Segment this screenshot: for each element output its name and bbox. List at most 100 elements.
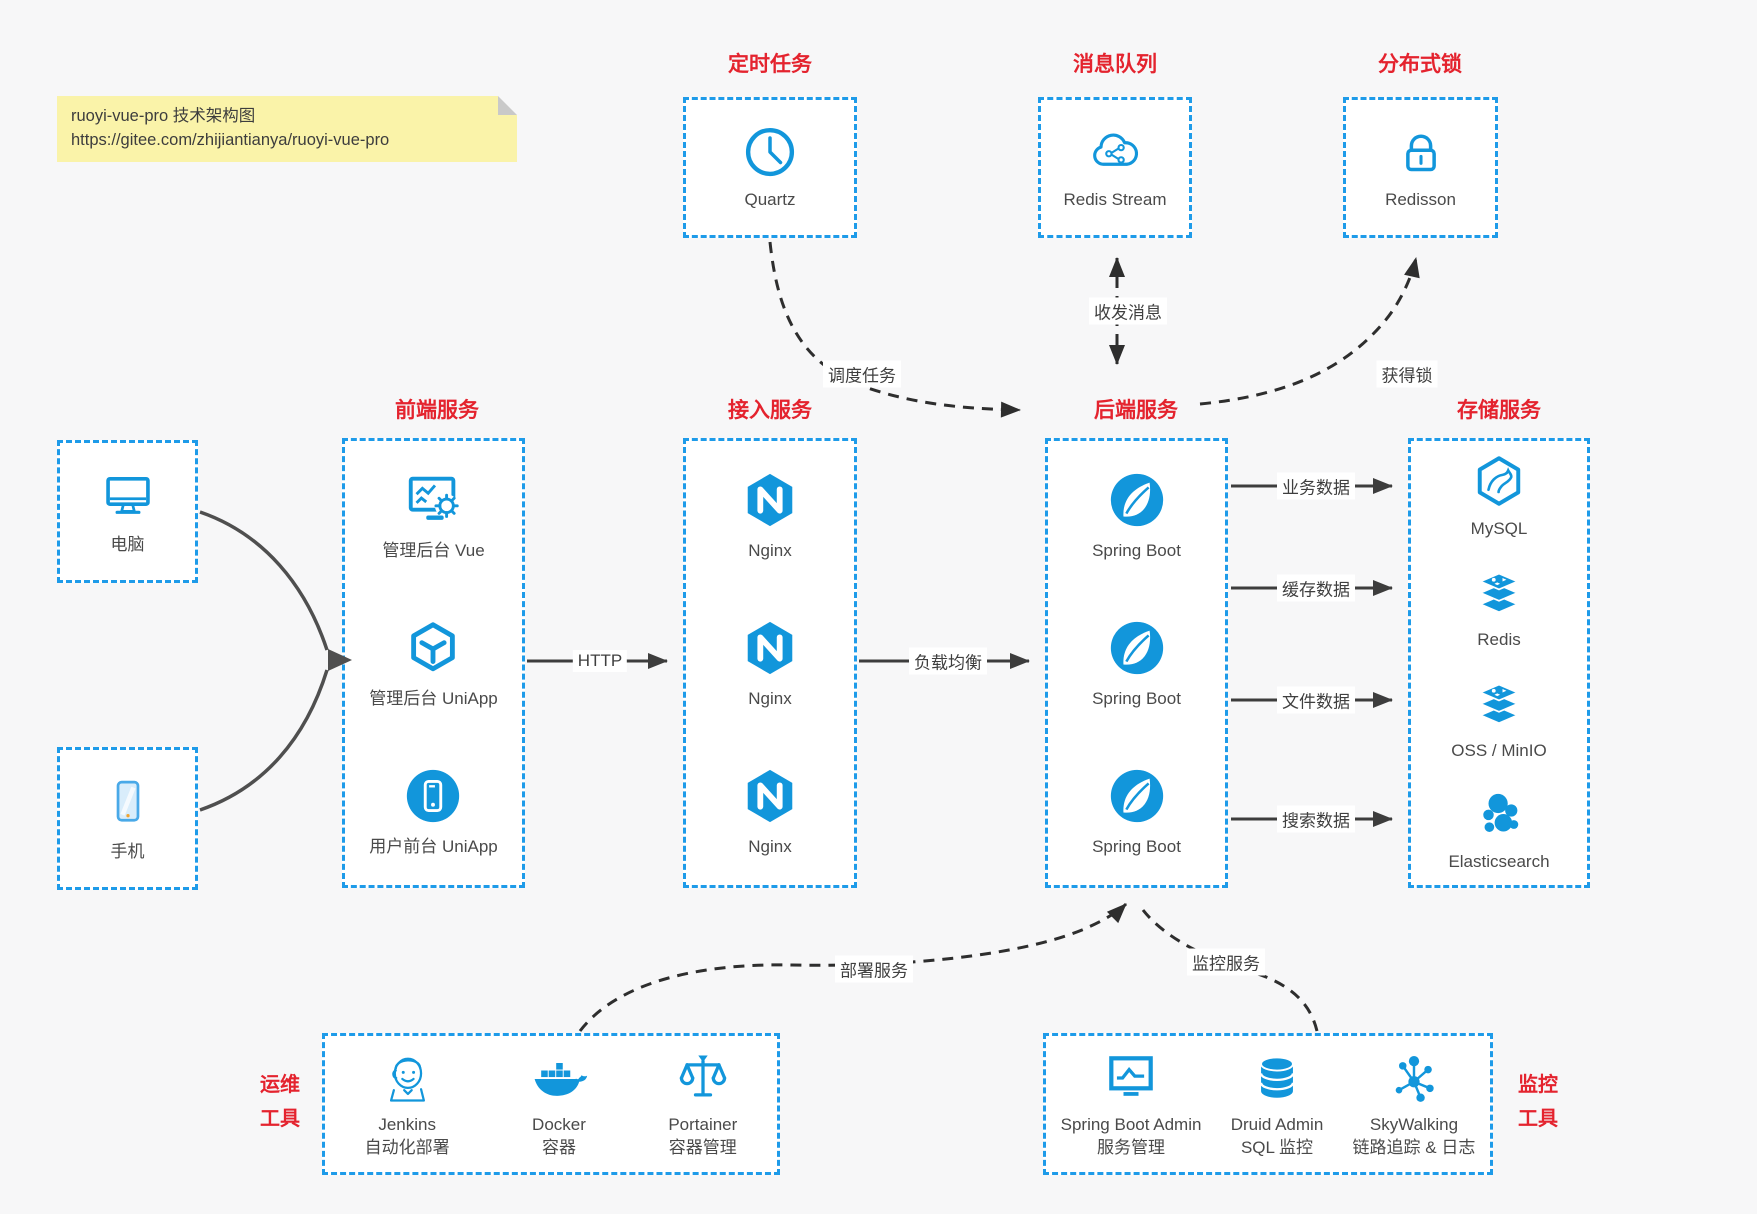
nginx-icon [739,617,801,679]
node-label: 管理后台 Vue [382,540,485,560]
box-frontend-services: 管理后台 Vue 管理后台 UniApp 用户前台 UniApp [342,438,525,888]
node-label: Spring Boot [1092,836,1181,856]
node-label: Redis Stream [1063,190,1167,210]
group-title-gateway: 接入服务 [728,399,812,422]
node-springboot-1: Spring Boot [1092,469,1181,561]
node-admin-uniapp: 管理后台 UniApp [369,617,498,709]
node-pc: 电脑 [99,467,157,555]
note-url: https://gitee.com/zhijiantianya/ruoyi-vu… [71,130,390,149]
edge-label-deploy-service: 部署服务 [835,955,913,983]
edge-label-cache-data: 缓存数据 [1277,574,1355,602]
clock-icon [742,124,798,180]
node-springboot-3: Spring Boot [1092,765,1181,857]
nginx-icon [739,765,801,827]
elasticsearch-icon [1471,786,1527,842]
node-nginx-2: Nginx [739,617,801,709]
tool-desc: 容器管理 [668,1138,737,1157]
redis-stack-icon [1471,675,1527,731]
computer-icon [99,467,157,525]
tool-name: Druid Admin [1230,1115,1324,1135]
box-quartz: Quartz [683,97,857,238]
edge-label-monitor-service: 监控服务 [1187,948,1265,976]
node-mysql: MySQL [1470,453,1528,539]
node-nginx-3: Nginx [739,765,801,857]
client-arrows [199,510,329,812]
nginx-icon [739,469,801,531]
node-jenkins: Jenkins 自动化部署 [365,1048,450,1160]
edge-label-schedule-task: 调度任务 [823,360,901,388]
user-app-icon [402,765,464,827]
group-title-frontend: 前端服务 [395,399,479,422]
uniapp-cube-icon [402,617,464,679]
phone-icon [99,774,157,832]
mysql-dolphin-icon [1471,453,1527,509]
tool-name: Docker [532,1115,586,1135]
cloud-stream-icon [1087,124,1143,180]
node-quartz: Quartz [742,124,798,210]
admin-vue-icon [403,469,465,531]
box-mobile-client: 手机 [57,747,198,890]
node-label: Docker 容器 [532,1114,586,1160]
box-ops-tools: Jenkins 自动化部署 Docker 容器 Portainer 容器管理 [322,1033,780,1175]
tool-name: Jenkins [378,1115,436,1135]
molecule-icon [1384,1048,1444,1108]
node-nginx-1: Nginx [739,469,801,561]
node-label: Quartz [744,190,796,210]
node-mobile: 手机 [99,774,157,862]
box-pc-client: 电脑 [57,440,198,583]
tool-name: SkyWalking [1369,1115,1459,1135]
box-redisson: Redisson [1343,97,1498,238]
side-title-monitoring: 监控 工具 [1502,1068,1574,1136]
node-elasticsearch: Elasticsearch [1448,786,1550,872]
side-title-line: 运维 [260,1074,300,1096]
box-backend-services: Spring Boot Spring Boot Spring Boot [1045,438,1228,888]
node-label: 手机 [110,842,145,862]
edge-label-send-receive-msg: 收发消息 [1089,297,1167,325]
node-label: Spring Boot [1092,540,1181,560]
group-title-message-queue: 消息队列 [1073,53,1157,76]
side-title-ops: 运维 工具 [244,1068,316,1136]
box-storage-services: MySQL Redis OSS / MinIO Elasticsearch [1408,438,1590,888]
node-admin-vue: 管理后台 Vue [382,469,485,561]
tool-desc: 自动化部署 [364,1138,450,1157]
node-user-uniapp: 用户前台 UniApp [369,765,498,857]
node-label: Elasticsearch [1448,852,1550,872]
group-title-scheduled-task: 定时任务 [728,53,812,76]
node-label: Spring Boot [1092,688,1181,708]
redis-stack-icon [1471,564,1527,620]
spring-leaf-icon [1106,469,1168,531]
node-label: Redis [1477,630,1521,650]
edge-label-acquire-lock: 获得锁 [1376,360,1438,388]
node-label: 电脑 [110,535,145,555]
node-redis: Redis [1471,564,1527,650]
node-docker: Docker 容器 [529,1048,589,1160]
edge-label-http: HTTP [572,650,628,672]
node-redisson: Redisson [1385,124,1456,210]
jenkins-icon [377,1048,437,1108]
box-gateway-services: Nginx Nginx Nginx [683,438,857,888]
group-title-backend: 后端服务 [1094,399,1178,422]
pc-to-frontend-curve [199,510,329,651]
tool-name: Spring Boot Admin [1060,1115,1202,1135]
tool-name: Portainer [668,1115,738,1135]
group-title-storage: 存储服务 [1457,399,1541,422]
node-label: Nginx [748,540,792,560]
lock-icon [1393,124,1449,180]
node-label: MySQL [1470,519,1528,539]
side-title-line: 工具 [260,1108,300,1130]
tool-desc: 容器 [541,1138,576,1157]
edge-label-file-data: 文件数据 [1277,686,1355,714]
edge-label-search-data: 搜索数据 [1277,805,1355,833]
tool-desc: SQL 监控 [1240,1138,1314,1157]
edge-label-load-balance: 负载均衡 [909,647,987,675]
node-label: Redisson [1385,190,1456,210]
group-title-distributed-lock: 分布式锁 [1378,53,1462,76]
node-label: Jenkins 自动化部署 [365,1114,450,1160]
docker-whale-icon [529,1048,589,1108]
